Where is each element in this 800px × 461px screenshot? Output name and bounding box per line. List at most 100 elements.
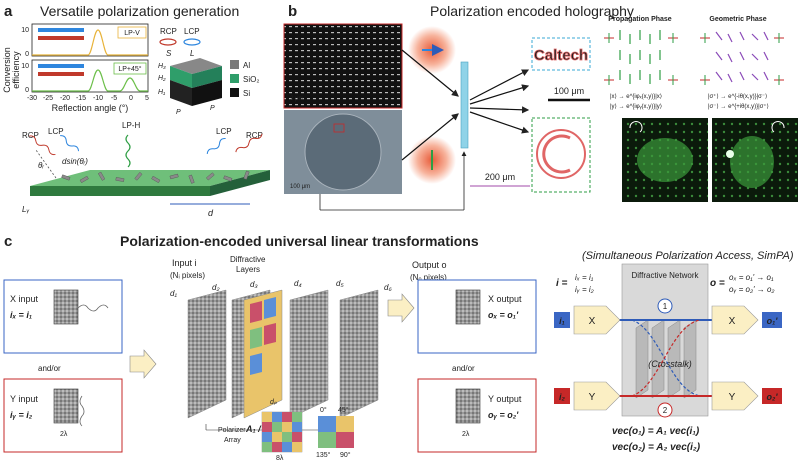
output-label: Output o [412,260,447,270]
pol-angle-135: 135° [316,451,331,459]
y-in-pentagon [574,382,620,410]
geo-phase-pattern [716,32,768,82]
y-output-eq: oᵧ = o₂' [488,410,519,420]
diffractive-layers-label-1: Diffractive [230,255,266,264]
xtick-m25: -25 [43,95,53,102]
ytick-bottom-10: 10 [21,63,29,70]
polarizer-cell-4 [264,323,276,345]
xtick-m5: -5 [111,95,117,102]
input-pixels: (Nᵢ pixels) [170,271,205,280]
polarizer-cell-3 [250,327,262,349]
lpv-icon-strip-1 [38,28,84,32]
polarizer-cell-1 [250,301,262,323]
xtick-0: 0 [129,95,133,102]
prop-eq-2: |y⟩ → e^{iφᵧ(x,y)}|y⟩ [610,103,662,110]
i-eq-lhs: i = [556,278,568,289]
label-l: L [190,49,194,58]
top-lcp-label: LCP [184,27,200,36]
x-input-eq: iₓ = i₁ [10,310,32,320]
pol-0-cell [318,416,336,432]
unit-cell-stack: RCP LCP S L H₃ H₂ H₁ P P Al SiO₂ Si [158,27,259,116]
lcp-wave-left [59,134,80,152]
optical-scale: 100 μm [290,184,310,190]
pol-135-cell [318,432,336,448]
distance-label: 200 μm [485,172,515,182]
i-eq-row-1: iₓ = i₁ [575,273,594,282]
geo-eq-1: |σ⁺⟩ → e^{-iθ(x,y)}|σ⁻⟩ [708,93,767,100]
label-p1: P [176,109,181,116]
lpv-icon-strip-2 [38,36,84,40]
network-title: Diffractive Network [632,271,700,280]
layer-1 [188,290,226,418]
xtick-m10: -10 [93,95,103,102]
x-in-pentagon [574,306,620,334]
i-eq-row-2: iᵧ = i₂ [575,285,594,294]
y-output-label: Y output [488,394,522,404]
geo-eq-2: |σ⁻⟩ → e^{+iθ(x,y)}|σ⁺⟩ [708,103,769,110]
conversion-plot: Conversion efficiency 10 0 10 0 LP-V LP+… [2,24,149,113]
legend-al: Al [243,61,250,70]
o1-label: o₁' [767,316,779,326]
input-arrow [130,350,156,378]
xtick-m20: -20 [60,95,70,102]
pol-90-cell [336,432,354,448]
scheme-lcp-right: LCP [216,127,232,136]
lcp-icon [184,39,200,45]
o-eq-lhs: o = [710,278,725,289]
lp45-icon-strip-1 [38,64,84,68]
pol-45-cell [336,416,354,432]
x-input-pattern [54,290,78,324]
network-schematic: i = iₓ = i₁ iᵧ = i₂ o = oₓ = o₁' → o₁ oᵧ… [554,264,782,453]
y-out-label: Y [729,392,736,403]
holo-caltech-text: Caltech [534,47,588,64]
y-in-label: Y [589,392,596,403]
dist-d4: d₄ [294,279,302,288]
xtick-m30: -30 [27,95,37,102]
xtick-5: 5 [145,95,149,102]
scheme-lph: LP-H [122,121,140,130]
substrate-front [30,186,210,196]
polarizer-cell-5 [250,353,262,375]
layer-3 [290,290,328,418]
panel-b-letter: b [288,3,297,20]
i1-label: i₁ [559,316,565,326]
holo-right-spot [726,150,734,158]
panel-c-letter: c [4,233,12,250]
y-input-pattern [54,389,78,423]
polarizer-array-label-2: Array [224,437,241,444]
y-input-label: Y input [10,394,38,404]
lph-wave [126,135,130,167]
and-or-right: and/or [452,364,475,373]
diffractive-layers [188,290,378,418]
lp45-icon-strip-2 [38,72,84,76]
metasurface-plate [461,62,468,148]
final-eq-2: vec(o₂) = A₂ vec(i₂) [612,442,701,453]
pol-angle-45: 45° [338,406,349,414]
polarizer-cell-2 [264,297,276,319]
x-input-label: X input [10,294,39,304]
d-label: d [208,208,214,218]
panel-a-title: Versatile polarization generation [40,3,239,19]
eight-lambda: 8λ [276,455,284,461]
ytick-bottom-0: 0 [25,87,29,94]
prop-eq-1: |x⟩ → e^{iφₓ(x,y)}|x⟩ [610,93,662,100]
lcp-wave-right [206,137,227,155]
panel-c-title: Polarization-encoded universal linear tr… [120,233,479,249]
label-h2: H₂ [158,75,166,82]
x-output-label: X output [488,294,522,304]
dp-label: dₚ [270,399,277,406]
o2-label: o₂' [766,392,778,402]
dist-d3: d₃ [250,280,258,289]
legend-si-swatch [230,88,239,97]
legend-lpv: LP-V [124,30,140,37]
metasurface-scheme: RCP LCP LP-H LCP RCP θᵣ dsin(θᵣ) Lᵧ [22,121,270,218]
x-output-eq: oₓ = o₁' [488,310,519,320]
scheme-lcp-left: LCP [48,127,64,136]
path-2-num: 2 [663,406,668,415]
ytick-top-10: 10 [21,27,29,34]
prop-phase-crosshairs [604,33,678,85]
pol-angle-90: 90° [340,451,351,459]
path-1-num: 1 [663,302,668,311]
label-h1: H₁ [158,89,166,96]
